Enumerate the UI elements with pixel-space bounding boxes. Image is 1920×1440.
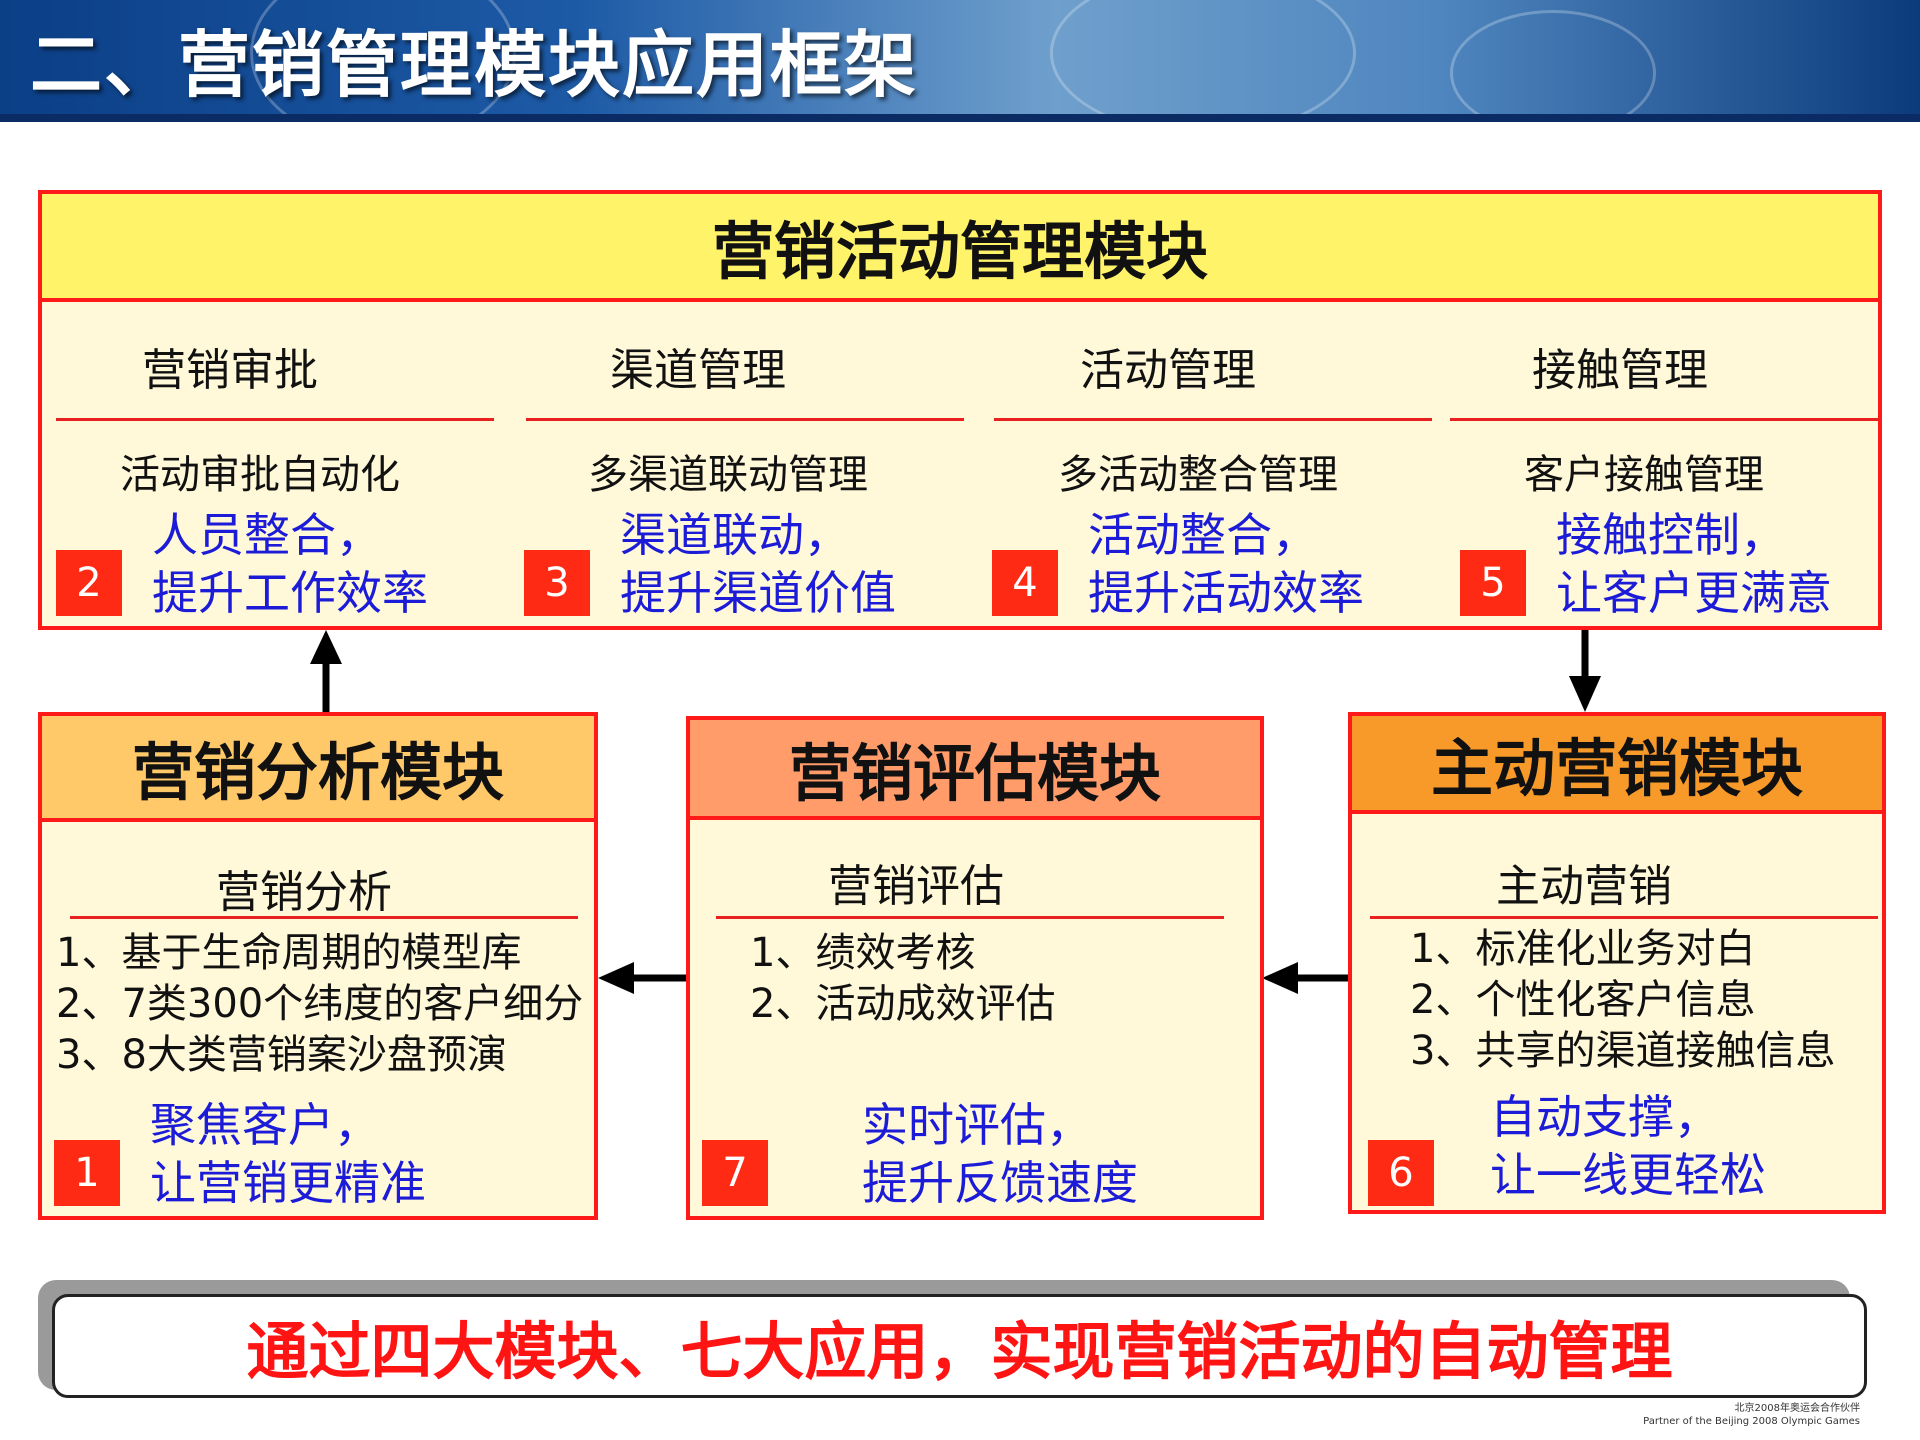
benefit-line-2: 提升工作效率 xyxy=(152,566,428,620)
module-title-bar: 营销分析模块 xyxy=(42,716,594,822)
module-title-bar: 营销评估模块 xyxy=(690,720,1260,820)
section-subtitle: 营销评估 xyxy=(828,861,1004,912)
number-badge: 1 xyxy=(54,1140,120,1206)
module-title-bar: 营销活动管理模块 xyxy=(42,194,1878,302)
column-title: 渠道管理 xyxy=(610,345,786,396)
page-title: 二、营销管理模块应用框架 xyxy=(30,23,919,107)
list-item: 1、基于生命周期的模型库 xyxy=(56,930,522,976)
column-subtitle: 活动审批自动化 xyxy=(120,452,400,498)
section-subtitle: 营销分析 xyxy=(216,867,392,918)
arrow-down-head xyxy=(1569,676,1601,712)
column-subtitle: 客户接触管理 xyxy=(1524,452,1764,498)
divider xyxy=(70,916,578,919)
marketing-analysis-module: 营销分析模块 营销分析 1、基于生命周期的模型库 2、7类300个纬度的客户细分… xyxy=(38,712,598,1220)
module-title: 营销分析模块 xyxy=(131,736,504,809)
benefit-line-2: 提升渠道价值 xyxy=(620,566,896,620)
feature-list: 1、标准化业务对白 2、个性化客户信息 3、共享的渠道接触信息 xyxy=(1410,924,1835,1077)
summary-box: 通过四大模块、七大应用，实现营销活动的自动管理 xyxy=(52,1294,1867,1398)
benefit-line-1: 自动支撑， xyxy=(1490,1090,1720,1144)
divider xyxy=(526,418,964,421)
marketing-evaluation-module: 营销评估模块 营销评估 1、绩效考核 2、活动成效评估 实时评估， 提升反馈速度… xyxy=(686,716,1264,1220)
arrow-left-head xyxy=(1262,962,1298,994)
benefit-line-2: 提升反馈速度 xyxy=(862,1156,1138,1210)
list-item: 1、标准化业务对白 xyxy=(1410,926,1756,972)
benefit-line-2: 提升活动效率 xyxy=(1088,566,1364,620)
divider xyxy=(994,418,1432,421)
column-title: 活动管理 xyxy=(1080,345,1256,396)
list-item: 3、共享的渠道接触信息 xyxy=(1410,1028,1836,1074)
benefit-line-1: 人员整合， xyxy=(152,508,382,562)
feature-list: 1、绩效考核 2、活动成效评估 xyxy=(750,928,1055,1030)
divider xyxy=(1450,418,1880,421)
partner-logo-line-1: 北京2008年奥运会合作伙伴 xyxy=(1734,1403,1860,1414)
divider xyxy=(56,418,494,421)
column-title: 接触管理 xyxy=(1532,345,1708,396)
partner-logo-line-2: Partner of the Beijing 2008 Olympic Game… xyxy=(1643,1416,1860,1427)
arrow-up-head xyxy=(310,630,342,664)
decorative-swirl xyxy=(1050,0,1356,136)
module-title: 营销活动管理模块 xyxy=(711,215,1208,288)
title-bar: 二、营销管理模块应用框架 xyxy=(0,0,1920,146)
arrow-left-head xyxy=(598,962,634,994)
list-item: 1、绩效考核 xyxy=(750,930,976,976)
list-item: 2、7类300个纬度的客户细分 xyxy=(56,981,584,1027)
number-badge: 7 xyxy=(702,1140,768,1206)
number-badge: 6 xyxy=(1368,1140,1434,1206)
partner-logo: 北京2008年奥运会合作伙伴 Partner of the Beijing 20… xyxy=(1643,1402,1860,1428)
benefit-line-1: 接触控制， xyxy=(1556,508,1786,562)
divider xyxy=(716,916,1224,919)
column-title: 营销审批 xyxy=(142,345,318,396)
benefit-line-2: 让客户更满意 xyxy=(1556,566,1832,620)
number-badge: 5 xyxy=(1460,550,1526,616)
benefit-line-2: 让一线更轻松 xyxy=(1490,1148,1766,1202)
number-badge: 2 xyxy=(56,550,122,616)
benefit-line-1: 实时评估， xyxy=(862,1098,1092,1152)
module-title: 主动营销模块 xyxy=(1430,732,1803,805)
decorative-swirl xyxy=(1450,10,1656,136)
active-marketing-module: 主动营销模块 主动营销 1、标准化业务对白 2、个性化客户信息 3、共享的渠道接… xyxy=(1348,712,1886,1214)
list-item: 3、8大类营销案沙盘预演 xyxy=(56,1032,507,1078)
feature-list: 1、基于生命周期的模型库 2、7类300个纬度的客户细分 3、8大类营销案沙盘预… xyxy=(56,928,583,1081)
column-subtitle: 多活动整合管理 xyxy=(1058,452,1338,498)
column-subtitle: 多渠道联动管理 xyxy=(588,452,868,498)
benefit-line-1: 渠道联动， xyxy=(620,508,850,562)
divider xyxy=(1370,916,1878,919)
section-subtitle: 主动营销 xyxy=(1496,861,1672,912)
list-item: 2、个性化客户信息 xyxy=(1410,977,1756,1023)
benefit-line-2: 让营销更精准 xyxy=(150,1156,426,1210)
benefit-line-1: 聚焦客户， xyxy=(150,1098,380,1152)
benefit-line-1: 活动整合， xyxy=(1088,508,1318,562)
number-badge: 3 xyxy=(524,550,590,616)
number-badge: 4 xyxy=(992,550,1058,616)
summary-text: 通过四大模块、七大应用，实现营销活动的自动管理 xyxy=(246,1315,1673,1388)
module-title: 营销评估模块 xyxy=(788,737,1161,810)
module-title-bar: 主动营销模块 xyxy=(1352,716,1882,814)
marketing-activity-module: 营销活动管理模块 营销审批 活动审批自动化 人员整合， 提升工作效率 2 渠道管… xyxy=(38,190,1882,630)
list-item: 2、活动成效评估 xyxy=(750,981,1056,1027)
